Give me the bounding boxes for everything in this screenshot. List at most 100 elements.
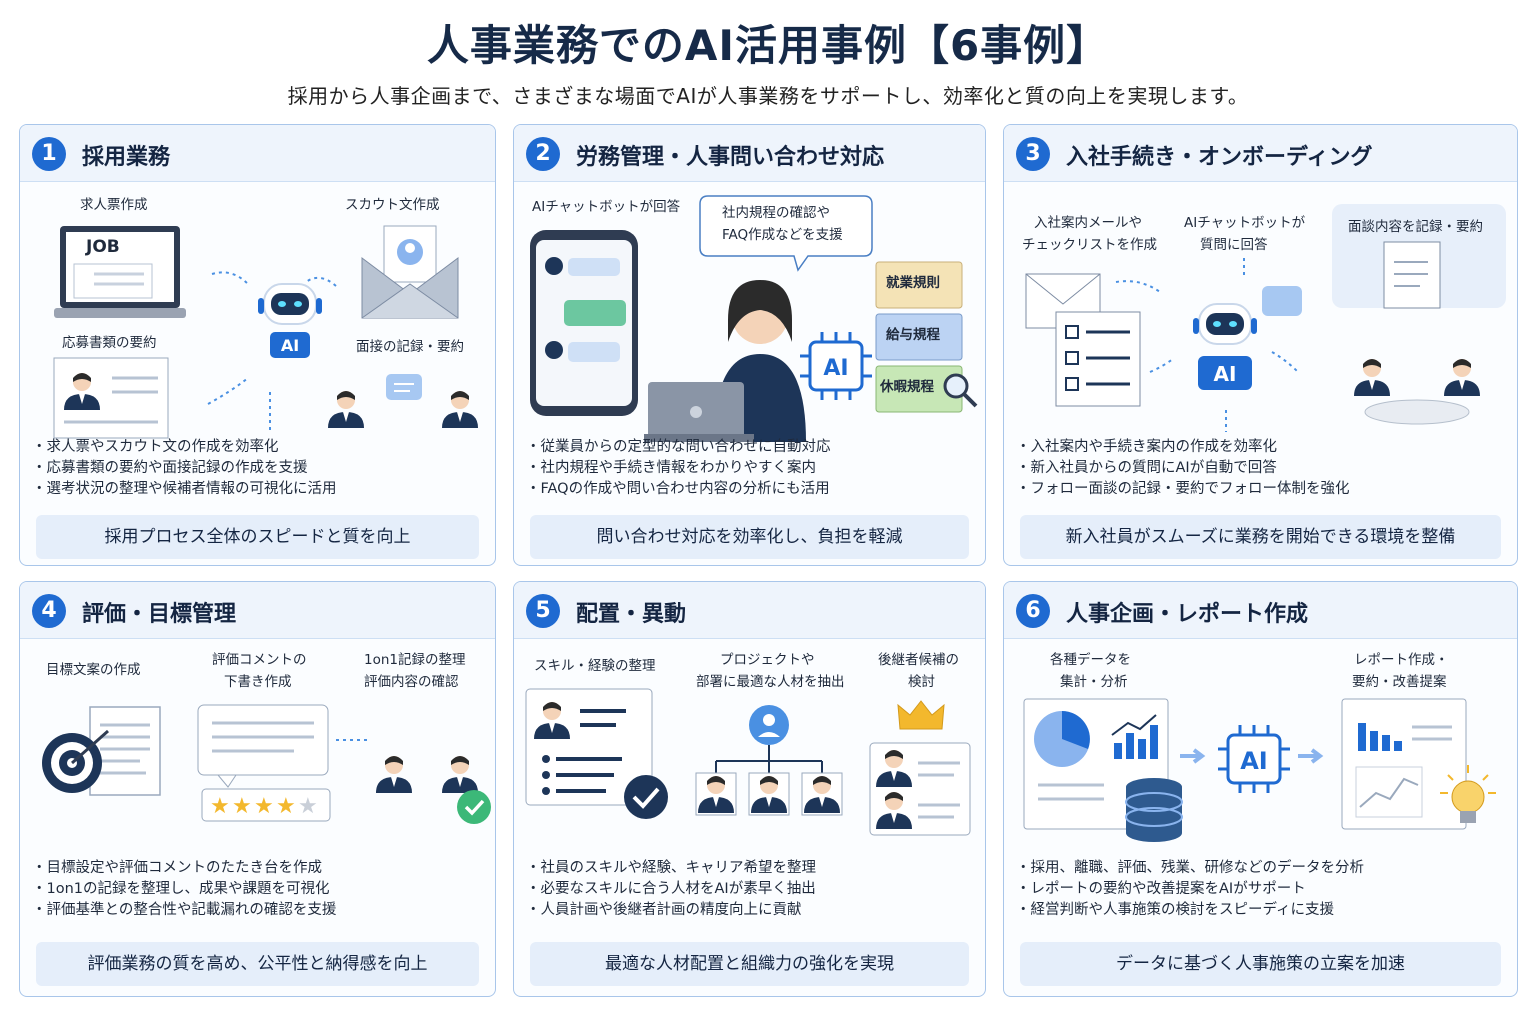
database-icon	[1125, 778, 1183, 842]
svg-text:★: ★	[276, 794, 296, 819]
interview-people-icon	[328, 374, 478, 428]
card-labor-inquiry: 2 労務管理・人事問い合わせ対応 AIチャットボットが回答 社内規程の確認や F…	[513, 124, 986, 566]
card-header: 4 評価・目標管理	[20, 582, 495, 639]
bullet-item: 応募書類の要約や面接記録の作成を支援	[32, 458, 483, 479]
label-aggregate: 集計・分析	[1060, 674, 1128, 690]
bullet-item: 従業員からの定型的な問い合わせに自動対応	[526, 437, 973, 458]
card-illustration: AIチャットボットが回答 社内規程の確認や FAQ作成などを支援 AI	[514, 182, 985, 442]
card-header: 3 入社手続き・オンボーディング	[1004, 125, 1517, 182]
flow-arrows	[1115, 258, 1299, 432]
card-summary: 採用プロセス全体のスピードと質を向上	[36, 515, 479, 559]
star-rating-icon: ★ ★ ★ ★ ★	[210, 794, 318, 819]
card-header: 6 人事企画・レポート作成	[1004, 582, 1517, 639]
card-bullets: 求人票やスカウト文の作成を効率化 応募書類の要約や面接記録の作成を支援 選考状況…	[32, 437, 483, 500]
card-bullets: 目標設定や評価コメントのたたき台を作成 1on1の記録を整理し、成果や課題を可視…	[32, 858, 483, 921]
ai-chip-icon: AI	[798, 330, 874, 402]
card-recruiting: 1 採用業務 求人票作成 スカウト文作成 応募書類の要約 面接の記録・要約 JO…	[19, 124, 496, 566]
svg-text:AI: AI	[1240, 747, 1268, 775]
card-header: 5 配置・異動	[514, 582, 985, 639]
flow-arrow	[336, 739, 370, 741]
label-bubble-line1: 社内規程の確認や	[722, 205, 830, 221]
card-number: 1	[32, 137, 66, 171]
magnifier-icon	[943, 373, 978, 408]
label-best-talent: 部署に最適な人材を抽出	[696, 674, 845, 690]
successor-list-icon	[869, 742, 971, 836]
card-onboarding: 3 入社手続き・オンボーディング 入社案内メールや チェックリストを作成 AIチ…	[1003, 124, 1518, 566]
smartphone-icon	[530, 230, 638, 416]
label-welcome-mail: 入社案内メールや	[1034, 215, 1142, 231]
card-number: 2	[526, 137, 560, 171]
card-number: 4	[32, 594, 66, 628]
label-scout-mail: スカウト文作成	[345, 197, 440, 213]
target-icon	[42, 705, 162, 797]
svg-text:★: ★	[232, 794, 252, 819]
bullet-item: 求人票やスカウト文の作成を効率化	[32, 437, 483, 458]
lightbulb-icon	[1440, 765, 1496, 823]
label-project: プロジェクトや	[720, 652, 815, 668]
label-proposal: 要約・改善提案	[1352, 674, 1447, 690]
card-illustration: 求人票作成 スカウト文作成 応募書類の要約 面接の記録・要約 JOB AI	[20, 182, 495, 439]
speech-bubble	[699, 195, 873, 272]
report-icon	[1341, 698, 1467, 830]
svg-text:AI: AI	[823, 356, 848, 381]
bullet-item: 人員計画や後継者計画の精度向上に貢献	[526, 900, 973, 921]
card-hr-planning: 6 人事企画・レポート作成 各種データを 集計・分析 レポート作成・ 要約・改善…	[1003, 581, 1518, 997]
page-title: 人事業務でのAI活用事例【6事例】	[426, 21, 1110, 70]
meeting-people-icon	[1354, 359, 1480, 425]
card-summary: 最適な人材配置と組織力の強化を実現	[530, 942, 969, 986]
card-illustration: スキル・経験の整理 プロジェクトや 部署に最適な人材を抽出 後継者候補の 検討	[514, 639, 985, 851]
label-meeting-summary: 面談内容を記録・要約	[1348, 219, 1483, 235]
bullet-item: フォロー面談の記録・要約でフォロー体制を強化	[1016, 479, 1505, 500]
label-data-collect: 各種データを	[1050, 652, 1131, 668]
bullet-item: 社員のスキルや経験、キャリア希望を整理	[526, 858, 973, 879]
label-review: 検討	[908, 674, 935, 690]
comment-card-icon	[197, 704, 331, 822]
bullet-item: FAQの作成や問い合わせ内容の分析にも活用	[526, 479, 973, 500]
card-summary: データに基づく人事施策の立案を加速	[1020, 942, 1501, 986]
document-icon	[1383, 241, 1441, 309]
card-header: 1 採用業務	[20, 125, 495, 182]
card-bullets: 入社案内や手続き案内の作成を効率化 新入社員からの質問にAIが自動で回答 フォロ…	[1016, 437, 1505, 500]
card-placement: 5 配置・異動 スキル・経験の整理 プロジェクトや 部署に最適な人材を抽出 後継…	[513, 581, 986, 997]
bullet-item: 必要なスキルに合う人材をAIが素早く抽出	[526, 879, 973, 900]
bullet-item: 採用、離職、評価、残業、研修などのデータを分析	[1016, 858, 1505, 879]
bullet-item: 入社案内や手続き案内の作成を効率化	[1016, 437, 1505, 458]
flow-arrow	[1180, 748, 1206, 764]
svg-text:★: ★	[298, 794, 318, 819]
label-successor: 後継者候補の	[878, 652, 959, 668]
label-1on1-record: 1on1記録の整理	[364, 652, 466, 668]
label-job: JOB	[86, 237, 120, 257]
label-goal-draft: 目標文案の作成	[46, 662, 141, 678]
svg-text:AI: AI	[1214, 362, 1237, 386]
bullet-item: 経営判断や人事施策の検討をスピーディに支援	[1016, 900, 1505, 921]
person-icon	[644, 280, 806, 442]
bullet-item: 1on1の記録を整理し、成果や課題を可視化	[32, 879, 483, 900]
bullet-item: レポートの要約や改善提案をAIがサポート	[1016, 879, 1505, 900]
laptop-icon	[54, 226, 186, 318]
svg-text:★: ★	[210, 794, 230, 819]
card-illustration: 目標文案の作成 評価コメントの 下書き作成 1on1記録の整理 評価内容の確認 …	[20, 639, 495, 851]
card-bullets: 社員のスキルや経験、キャリア希望を整理 必要なスキルに合う人材をAIが素早く抽出…	[526, 858, 973, 921]
label-interview-record: 面接の記録・要約	[356, 339, 464, 355]
bullet-item: 社内規程や手続き情報をわかりやすく案内	[526, 458, 973, 479]
card-title: 配置・異動	[576, 602, 687, 627]
card-number: 3	[1016, 137, 1050, 171]
card-illustration: 入社案内メールや チェックリストを作成 AIチャットボットが 質問に回答 面談内…	[1004, 182, 1517, 436]
card-summary: 問い合わせ対応を効率化し、負担を軽減	[530, 515, 969, 559]
skill-profile-icon	[525, 688, 668, 819]
label-work-rules: 就業規則	[886, 275, 940, 291]
label-job-posting: 求人票作成	[80, 197, 148, 213]
check-badge-icon	[457, 790, 491, 824]
label-eval-check: 評価内容の確認	[364, 674, 459, 690]
bullet-item: 評価基準との整合性や記載漏れの確認を支援	[32, 900, 483, 921]
label-report: レポート作成・	[1354, 652, 1449, 668]
card-title: 入社手続き・オンボーディング	[1066, 145, 1373, 170]
svg-text:★: ★	[254, 794, 274, 819]
card-bullets: 採用、離職、評価、残業、研修などのデータを分析 レポートの要約や改善提案をAIが…	[1016, 858, 1505, 921]
flow-arrows	[207, 271, 337, 430]
card-illustration: 各種データを 集計・分析 レポート作成・ 要約・改善提案	[1004, 639, 1517, 851]
label-bubble-line2: FAQ作成などを支援	[722, 227, 843, 243]
label-leave-rules: 休暇規程	[880, 379, 934, 395]
crown-icon	[897, 700, 945, 730]
bullet-item: 新入社員からの質問にAIが自動で回答	[1016, 458, 1505, 479]
